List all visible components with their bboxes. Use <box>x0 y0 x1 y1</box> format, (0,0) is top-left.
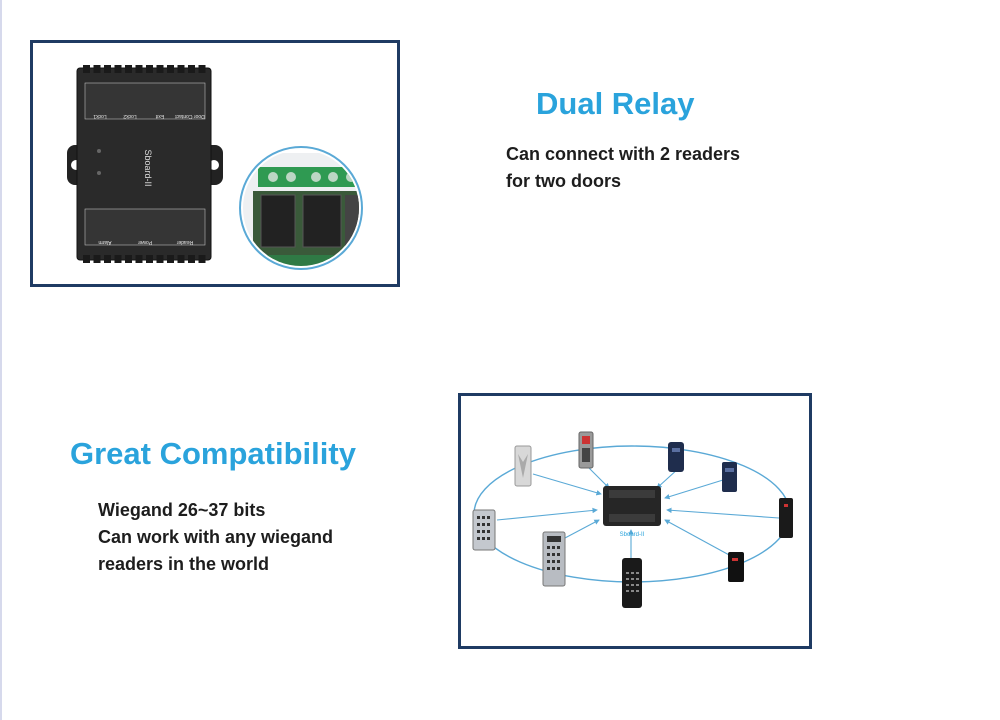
top-terminal-teeth <box>83 65 206 73</box>
relay-closeup <box>243 153 359 266</box>
reader-keypad-device <box>542 531 566 587</box>
terminal-tooth <box>114 255 122 263</box>
terminal-tooth <box>198 255 206 263</box>
top-terminal-panel <box>84 82 206 120</box>
reader-keypad-device <box>622 558 642 608</box>
terminal-tooth <box>135 255 143 263</box>
reader-keypad-device <box>472 509 496 551</box>
compatibility-description: Wiegand 26~37 bits Can work with any wie… <box>98 497 333 578</box>
terminal-tooth <box>167 255 174 263</box>
compatibility-line: Can work with any wiegand <box>98 527 334 547</box>
terminal-tooth <box>104 65 111 73</box>
terminal-tooth <box>177 255 185 263</box>
connection-arrows <box>496 465 780 570</box>
terminal-tooth <box>146 65 153 73</box>
dual-relay-line: Can connect with 2 readers <box>506 144 741 164</box>
terminal-tooth <box>198 65 206 73</box>
controller-caption: Sboard-II <box>620 532 645 538</box>
reader-device <box>514 445 532 487</box>
compatibility-line: Wiegand 26~37 bits <box>98 500 266 520</box>
terminal-label: Alarm <box>98 239 111 245</box>
terminal-tooth <box>146 255 153 263</box>
terminal-tooth <box>167 65 174 73</box>
terminal-label: Power <box>138 239 153 245</box>
compatibility-line: readers in the world <box>98 554 270 574</box>
terminal-tooth <box>83 65 90 73</box>
controller-photo-frame: Lock1 Lock2 Exit Door Contact Sboard-II Ala… <box>30 40 400 287</box>
model-label: Sboard-II <box>143 149 153 186</box>
bottom-terminal-panel <box>84 208 206 246</box>
terminal-tooth <box>125 65 132 73</box>
reader-diagram-frame: Sboard-II <box>458 393 812 649</box>
terminal-tooth <box>156 65 164 73</box>
terminal-label: Exit <box>155 113 164 119</box>
terminal-tooth <box>188 255 195 263</box>
page-left-border <box>0 0 2 720</box>
compatibility-heading: Great Compatibility <box>70 436 356 471</box>
terminal-tooth <box>83 255 90 263</box>
terminal-label: Door Contact <box>175 113 205 119</box>
reader-device <box>722 462 737 492</box>
controller-photo: Lock1 Lock2 Exit Door Contact Sboard-II Ala… <box>67 65 363 270</box>
terminal-tooth <box>177 65 185 73</box>
dual-relay-description: Can connect with 2 readers for two doors <box>506 141 740 195</box>
reader-device <box>668 442 684 472</box>
bottom-terminal-teeth <box>83 255 206 263</box>
terminal-tooth <box>104 255 111 263</box>
terminal-tooth <box>125 255 132 263</box>
led-indicator <box>97 149 101 153</box>
dual-relay-heading: Dual Relay <box>536 86 695 121</box>
terminal-tooth <box>93 255 101 263</box>
terminal-tooth <box>114 65 122 73</box>
terminal-tooth <box>156 255 164 263</box>
reader-device <box>578 431 594 469</box>
terminal-label: Reader <box>176 239 193 245</box>
reader-device <box>728 552 744 582</box>
led-indicator <box>97 171 101 175</box>
terminal-tooth <box>93 65 101 73</box>
terminal-tooth <box>188 65 195 73</box>
dual-relay-line: for two doors <box>506 171 621 191</box>
terminal-label: Lock2 <box>123 113 137 119</box>
reader-network-diagram: Sboard-II <box>472 431 793 608</box>
reader-device <box>779 498 793 538</box>
terminal-label: Lock1 <box>93 113 107 119</box>
terminal-tooth <box>135 65 143 73</box>
